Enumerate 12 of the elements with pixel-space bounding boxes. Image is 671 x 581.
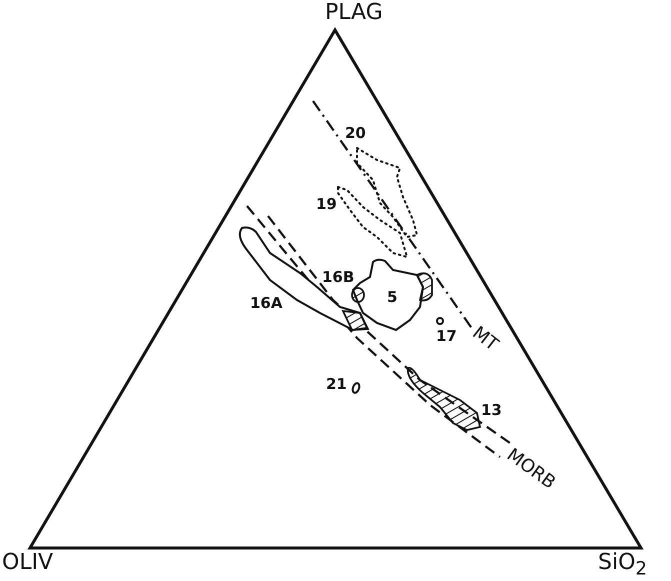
field-number: 16B [322,270,354,285]
axis-label: PLAG [325,2,383,24]
axis-label: SiO$_{2}$ [598,552,648,579]
field-number: 19 [316,197,337,212]
line-label: MT [468,324,501,355]
field-number: 16A [250,296,282,311]
axis-label: OLIV [2,552,54,574]
field-number: 5 [387,290,398,305]
field-number: 17 [436,329,457,344]
field-number: 13 [481,403,502,418]
field-number: 21 [326,377,347,392]
field-number: 20 [345,126,366,141]
